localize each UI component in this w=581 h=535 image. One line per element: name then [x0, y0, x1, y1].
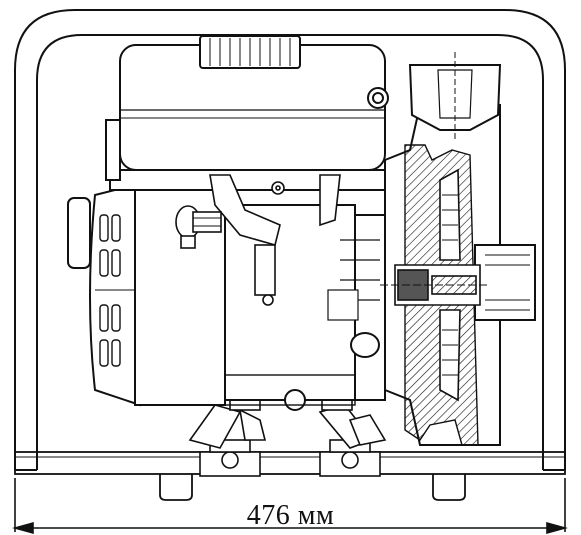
dimension-line: [12, 478, 568, 535]
dimension-label: 476 мм: [246, 500, 335, 531]
oil-drain: [224, 374, 356, 411]
frame-outer: [14, 9, 566, 470]
impeller: [380, 168, 490, 402]
recoil-starter: [67, 183, 142, 407]
base-rail: [14, 451, 566, 501]
fuel-tank: [119, 35, 389, 171]
carburetor: [209, 174, 341, 306]
pump-outlet: [474, 244, 536, 321]
spark-plug: [175, 205, 222, 249]
